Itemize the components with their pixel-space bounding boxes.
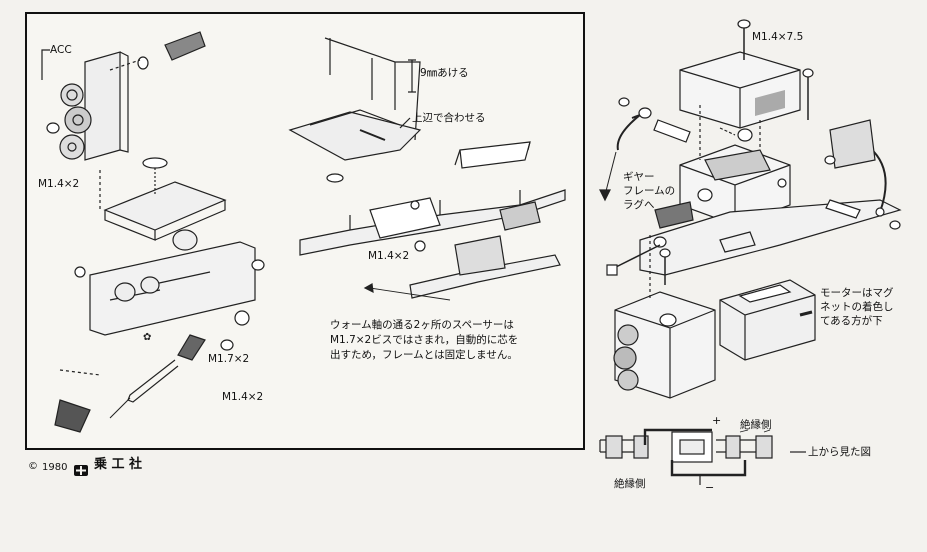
screw-m14x2-label-a: M1.4×2 — [38, 178, 80, 190]
copyright-year: 1980 — [42, 462, 68, 473]
align-top-edge-label: 上辺で合わせる — [412, 112, 486, 124]
screw-m14x2-label-b: M1.4×2 — [222, 391, 264, 403]
publisher-logo-icon — [74, 461, 88, 476]
acc-label: ACC — [50, 44, 72, 56]
insulated-side-label-bottom: 絶縁側 — [614, 478, 646, 490]
motor-magnet-line: てある方が下 — [820, 315, 883, 327]
motor-magnet-line: ネットの着色し — [820, 301, 894, 313]
spacer-note: ウォーム軸の通る2ヶ所のスペーサーは M1.7×2ビスではさまれ，自動的に芯を … — [330, 318, 518, 363]
gear-frame-lug-line: ラグへ — [623, 199, 655, 211]
screw-m14x75-label: M1.4×7.5 — [752, 31, 804, 43]
gear-frame-lug-line: フレームの — [623, 185, 676, 197]
copyright-symbol: © — [28, 461, 38, 472]
svg-text:✿: ✿ — [143, 332, 151, 343]
spacer-note-line: 出すため，フレームとは固定しません。 — [330, 349, 518, 361]
motor-magnet-line: モーターはマグ — [820, 287, 894, 299]
screw-m17x2-label: M1.7×2 — [208, 353, 250, 365]
gear-frame-lug-line: ギヤー — [623, 171, 655, 183]
spacer-note-line: ウォーム軸の通る2ヶ所のスペーサーは — [330, 319, 514, 331]
gear-frame-lug-note: ギヤー フレームの ラグへ — [623, 170, 675, 212]
plus-sign: + — [712, 414, 722, 427]
motor-magnet-note: モーターはマグ ネットの着色し てある方が下 — [820, 286, 894, 328]
screw-m14x2-label-c: M1.4×2 — [368, 250, 410, 262]
minus-sign: − — [705, 481, 715, 494]
publisher-name: 乗 工 社 — [94, 457, 143, 472]
top-view-label: 上から見た図 — [808, 446, 871, 458]
insulated-side-label-top: 絶縁側 — [740, 419, 772, 431]
spacer-note-line: M1.7×2ビスではさまれ，自動的に芯を — [330, 334, 519, 346]
gap-9mm-label: 9㎜あける — [420, 67, 469, 79]
